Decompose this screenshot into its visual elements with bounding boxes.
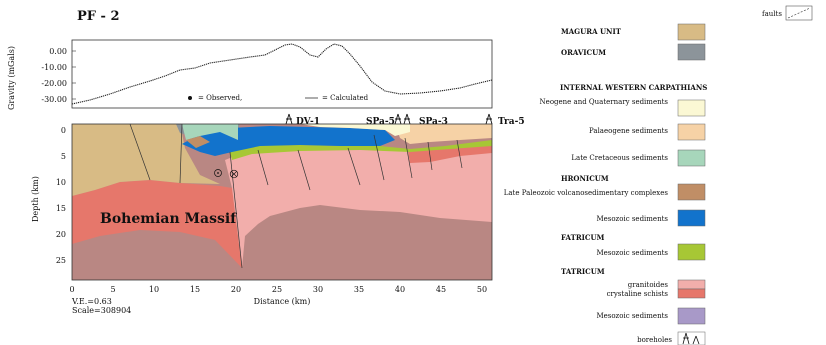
bohemian-massif-label: Bohemian Massif — [100, 211, 237, 227]
depth-tick-label: 20 — [56, 230, 66, 239]
depth-tick-label: 5 — [61, 152, 66, 161]
movement-away-icon — [229, 169, 239, 179]
legend-neogene-label: Neogene and Quaternary sediments — [540, 98, 669, 106]
late-cretaceous-unit — [182, 124, 238, 140]
tatr-mesozoic-swatch — [677, 307, 706, 325]
movement-toward-icon — [214, 169, 222, 177]
legend-palaeogene-label: Palaeogene sediments — [589, 127, 668, 135]
gravity-tick-label: -10.00 — [41, 63, 67, 72]
distance-tick-label: 35 — [354, 285, 364, 294]
observed-dot-icon — [188, 96, 192, 100]
magura-swatch — [677, 23, 706, 41]
distance-tick-label: 40 — [395, 285, 405, 294]
late-cretaceous-swatch — [677, 149, 706, 167]
magura-unit — [72, 124, 220, 196]
distance-tick-label: 45 — [436, 285, 446, 294]
legend-granitoides-label: granitoides — [628, 281, 669, 289]
oravicum-swatch — [677, 43, 706, 61]
legend-iwc-heading: INTERNAL WESTERN CARPATHIANS — [560, 83, 707, 92]
distance-tick-label: 50 — [477, 285, 487, 294]
legend-oravicum-label: ORAVICUM — [561, 48, 606, 57]
borehole-icon — [285, 113, 293, 125]
scale-label: Scale=308904 — [72, 306, 131, 315]
tatricum-crystalline-unit — [408, 143, 492, 163]
borehole-icon — [394, 113, 402, 125]
legend-hron-mesozoic-label: Mesozoic sediments — [596, 215, 668, 223]
borehole-markers — [285, 113, 493, 125]
legend-calculated-label: = Calculated — [322, 94, 369, 102]
late-paleozoic-swatch — [677, 183, 706, 201]
neogene-swatch — [677, 99, 706, 117]
gravity-tick-label: -30.00 — [41, 95, 67, 104]
distance-tick-label: 30 — [313, 285, 323, 294]
distance-tick-label: 15 — [190, 285, 200, 294]
section-frame — [71, 123, 493, 281]
legend-late-cretaceous-label: Late Cretaceous sediments — [571, 154, 668, 162]
distance-tick-label: 20 — [231, 285, 241, 294]
legend-faults-label: faults — [762, 10, 782, 18]
gravity-tick-label: -20.00 — [41, 79, 67, 88]
depth-tick-label: 10 — [56, 178, 66, 187]
depth-tick-label: 25 — [56, 256, 66, 265]
legend-tatr-mesozoic-label: Mesozoic sediments — [596, 312, 668, 320]
legend-neogene-text: Neogene and Quaternary sediments — [540, 98, 669, 106]
legend: faults MAGURA UNIT ORAVICUM INTERNAL WES… — [504, 5, 813, 345]
depth-tick-label: 15 — [56, 204, 66, 213]
well-label: SPa-5 — [366, 117, 395, 127]
well-label: DV-1 — [296, 117, 320, 127]
palaeogene-unit — [395, 124, 492, 144]
palaeogene-swatch — [677, 123, 706, 141]
fatr-mesozoic-swatch — [677, 243, 706, 261]
gravity-axis-label: Gravity (mGals) — [7, 46, 16, 110]
legend-boreholes-label: boreholes — [637, 336, 672, 344]
crystalline-swatch — [677, 288, 706, 299]
fatricum-mesozoic-unit — [230, 140, 492, 160]
hron-mesozoic-swatch — [677, 209, 706, 227]
borehole-icon — [403, 113, 411, 125]
vertical-exaggeration-label: V.E.=0.63 — [71, 297, 112, 306]
fault-lines — [129, 123, 463, 269]
legend-fatr-mesozoic-label: Mesozoic sediments — [596, 249, 668, 257]
neogene-unit — [300, 124, 410, 136]
depth-tick-label: 0 — [61, 126, 66, 135]
borehole-legend-icon — [682, 332, 700, 345]
fault-symbol-icon — [787, 7, 811, 19]
profile-title: PF - 2 — [77, 9, 120, 24]
borehole-icon — [485, 113, 493, 125]
legend-late-paleozoic-label: Late Paleozoic volcanosedimentary comple… — [504, 189, 669, 197]
gravity-frame — [71, 39, 493, 109]
legend-magura-label: MAGURA UNIT — [561, 27, 622, 36]
granitoides-swatch — [677, 279, 706, 290]
gravity-observed-curve — [71, 43, 493, 105]
distance-tick-label: 25 — [272, 285, 282, 294]
gravity-panel: Gravity (mGals) 0.00 -10.00 -20.00 -30.0… — [7, 39, 493, 110]
boreholes-swatch — [677, 331, 706, 345]
depth-axis-label: Depth (km) — [31, 176, 40, 222]
legend-hronicum-heading: HRONICUM — [561, 174, 609, 183]
gravity-tick-label: 0.00 — [49, 47, 67, 56]
cross-section-panel: DV-1 SPa-5 SPa-3 Tra-5 Bohemian Massif D… — [31, 113, 525, 315]
bohemian-crystalline-unit — [72, 180, 242, 268]
tatricum-granitoides-unit — [225, 143, 492, 268]
distance-tick-label: 5 — [110, 285, 115, 294]
legend-fatricum-heading: FATRICUM — [561, 233, 605, 242]
legend-observed-label: = Observed, — [198, 94, 242, 102]
distance-tick-label: 0 — [69, 285, 74, 294]
well-label: SPa-3 — [419, 117, 448, 127]
distance-axis-label: Distance (km) — [254, 297, 311, 306]
legend-crystalline-label: crystaline schists — [607, 290, 669, 298]
legend-tatricum-heading: TATRICUM — [561, 267, 605, 276]
well-label: Tra-5 — [498, 117, 525, 127]
distance-tick-label: 10 — [149, 285, 159, 294]
late-paleozoic-unit — [186, 136, 210, 148]
